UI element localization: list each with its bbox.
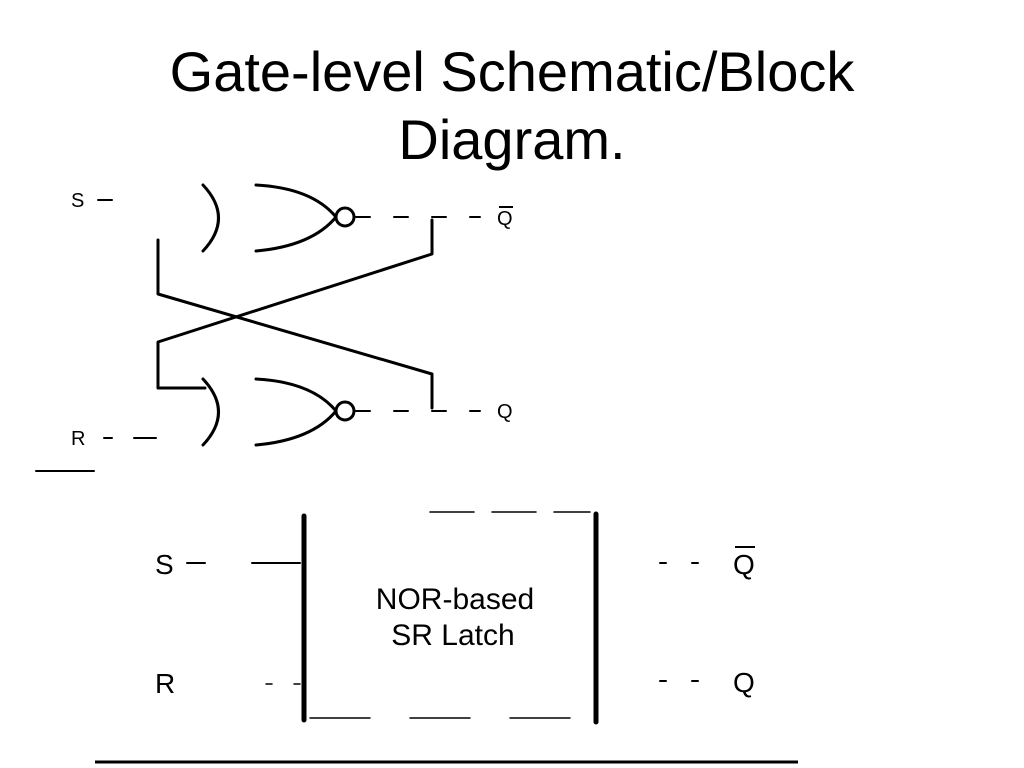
nor-gate-top — [201, 183, 356, 253]
title-line-1: Gate-level Schematic/Block — [169, 40, 855, 103]
schematic-input-s-label: S — [71, 190, 84, 212]
schematic-output-q-label: Q — [497, 401, 513, 423]
block-name-line-2: SR Latch — [391, 619, 514, 652]
block-diagram: NOR-based SR Latch S R Q Q — [155, 511, 755, 725]
feedback-wire-qbar-to-bottom — [156, 218, 434, 390]
nor-gate-bottom-back-curve — [201, 377, 220, 447]
nor-gate-top-back-curve — [201, 183, 220, 253]
nor-gate-bottom-bubble — [334, 400, 356, 422]
nor-gate-top-bubble — [334, 206, 356, 228]
block-output-qbar-label: Q — [733, 549, 755, 580]
block-qbar-overbar — [735, 546, 755, 548]
block-input-s-label: S — [155, 549, 174, 580]
nor-gate-top-body — [254, 183, 338, 253]
nor-gate-bottom — [201, 377, 356, 447]
schematic-input-r-label: R — [71, 428, 85, 450]
block-name-line-1: NOR-based — [376, 583, 534, 616]
gate-level-schematic: S R Q Q — [35, 183, 513, 472]
schematic-output-qbar-label: Q — [497, 208, 513, 230]
block-output-q-label: Q — [733, 667, 755, 698]
block-input-r-label: R — [155, 668, 175, 699]
title-line-2: Diagram. — [398, 108, 626, 171]
nor-gate-bottom-body — [254, 377, 338, 447]
feedback-wire-q-to-top — [156, 238, 434, 410]
slide-title: Gate-level Schematic/Block Diagram. — [0, 38, 1024, 174]
schematic-qbar-overbar — [499, 206, 513, 208]
